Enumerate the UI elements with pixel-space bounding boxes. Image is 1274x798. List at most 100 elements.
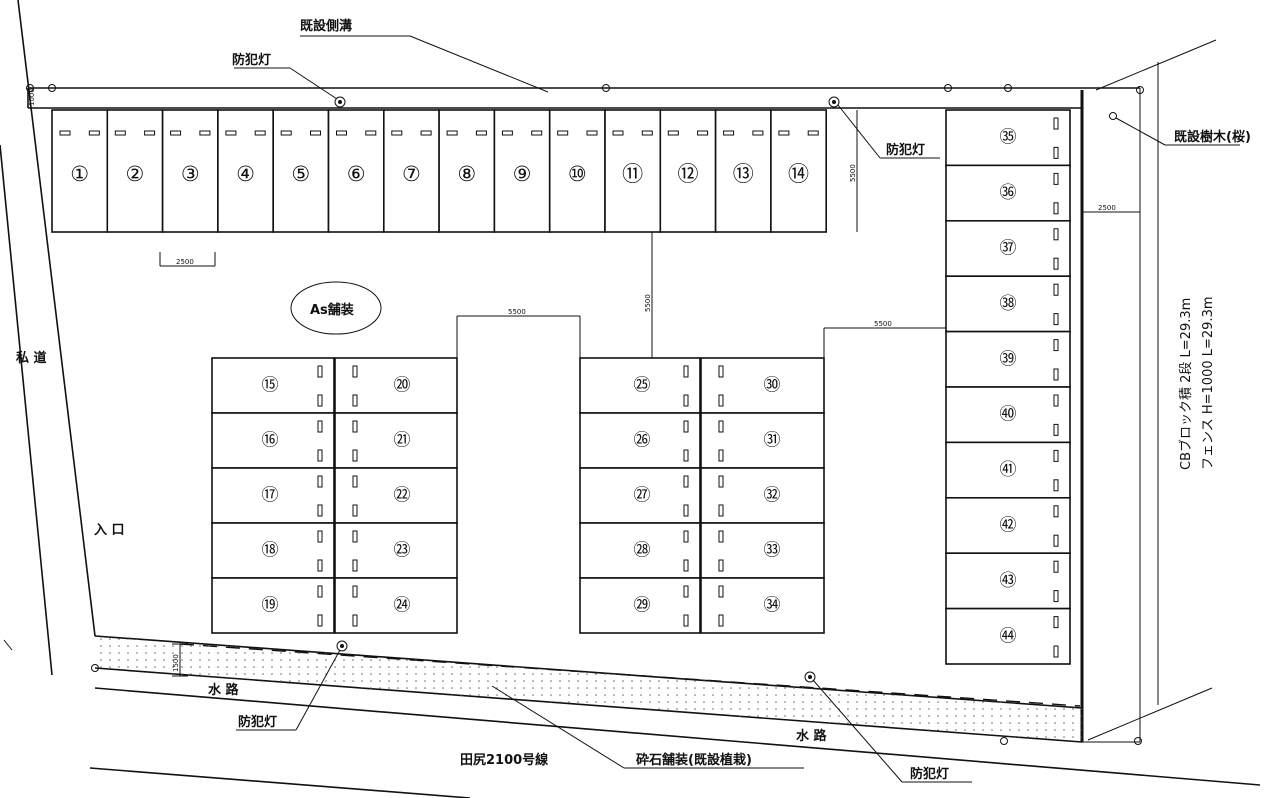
stall-number: ㉔ [394,596,411,616]
stall-number: ⑮ [262,376,279,396]
parking-stall: ㊳ [945,275,1071,333]
stall-number: ㉗ [634,486,651,506]
crime-light-markers [334,96,840,683]
stall-number: ⑭ [788,162,809,186]
dim-1500: 1500 [172,654,180,672]
crime-light-label: 防犯灯 [232,52,271,68]
parking-stall: ㊸ [945,552,1071,610]
stall-number: ⑱ [262,541,279,561]
private-road-label: 私 道 [16,350,47,366]
parking-stall: ㉕ [579,357,701,414]
as-paving-label: As舗装 [310,302,354,318]
parking-stall: ⑪ [604,109,662,233]
parking-stall: ㊱ [945,164,1071,222]
stall-number: ㉟ [1000,128,1017,148]
parking-stall: ⑲ [211,577,335,634]
parking-stall: ④ [217,109,274,233]
parking-stall: ⑧ [438,109,496,233]
stall-number: ㊳ [1000,294,1017,314]
stall-number: ㊵ [1000,405,1017,425]
stall-number: ㊲ [1000,239,1017,259]
crime-light-icon [334,96,346,108]
stall-number: ⑳ [394,376,411,396]
parking-stall: ㊷ [945,496,1071,554]
stall-number: ㊱ [1000,183,1017,203]
parking-stall: ⑤ [272,109,330,233]
crime-light-icon [828,96,840,108]
stall-number: ㉓ [394,541,411,561]
parking-stall: ⑩ [548,109,606,233]
parking-stall: ㊲ [945,220,1071,278]
crime-light-icon [804,671,816,683]
waterway-lines [89,635,1261,798]
parking-stall: ㉛ [700,412,825,469]
stall-number: ㉛ [764,431,781,451]
stall-number: ⑯ [262,431,279,451]
parking-stall: ㉘ [579,522,701,579]
crime-light-icon [336,640,348,652]
stall-number: ⑫ [677,162,698,186]
parking-stall: ㉞ [700,577,825,634]
parking-stall: ⑦ [382,109,440,233]
stall-number: ㊷ [1000,516,1017,536]
gravel-paving-label: 砕石舗装(既設植栽) [636,752,752,768]
parking-stall: ㉚ [700,357,825,414]
parking-stall: ㉒ [334,467,458,524]
waterway-label: 水 路 [796,728,828,744]
parking-stall: ⑯ [211,412,335,469]
dim-2500: 2500 [1098,204,1116,212]
parking-stall: ㉜ [700,467,825,524]
crime-light-label: 防犯灯 [910,766,949,782]
parking-stall: ⑬ [714,109,772,233]
parking-stall: ① [51,109,109,233]
dimension-lines [159,110,946,358]
parking-stall: ⑱ [211,522,335,579]
stall-number: ㉙ [634,596,651,616]
parking-stall: ㉔ [334,577,458,634]
parking-stall: ⑨ [493,109,551,233]
stall-number: ㉜ [764,486,781,506]
dim-5500: 5500 [644,294,652,312]
dim-5500: 5500 [849,164,857,182]
stall-number: ① [70,162,89,186]
fence-label: フェンス H=1000 L=29.3m [1201,296,1216,470]
parking-stall: ㊵ [945,386,1071,444]
parking-stall: ⑫ [659,109,717,233]
stall-number: ㉚ [764,376,781,396]
stall-number: ⑬ [733,162,754,186]
stall-number: ㉖ [634,431,651,451]
waterway-label: 水 路 [208,682,240,698]
stall-number: ㉒ [394,486,411,506]
parking-stall: ㉟ [945,109,1071,167]
dim-5500: 5500 [508,308,526,316]
as-paving-ellipse [290,281,382,335]
stall-number: ㉘ [634,541,651,561]
stall-number: ⑰ [262,486,279,506]
stall-number: ⑦ [402,162,421,186]
parking-stall: ㉙ [579,577,701,634]
stall-number: ㉝ [764,541,781,561]
stall-number: ③ [181,162,200,186]
leader-lines [234,35,1240,783]
road-name-label: 田尻2100号線 [460,752,549,768]
stall-number: ⑲ [262,596,279,616]
stall-number: ⑪ [622,162,643,186]
parking-stall: ⑭ [770,109,828,233]
parking-stall: ⑥ [327,109,385,233]
parking-stall: ② [106,109,164,233]
entrance-label: 入 口 [94,523,125,538]
existing-tree-label: 既設樹木(桜) [1174,129,1251,145]
stall-number: ⑥ [347,162,366,186]
stall-number: ㉕ [634,376,651,396]
stall-number: ④ [236,162,255,186]
crime-light-label: 防犯灯 [238,714,277,730]
parking-stall: ㊶ [945,441,1071,499]
stall-number: ㊴ [1000,349,1017,369]
parking-stall: ③ [161,109,219,233]
parking-stall: ㊹ [945,607,1071,665]
stall-number: ⑧ [457,162,476,186]
dim-5500: 5500 [874,320,892,328]
parking-stall: ⑰ [211,467,335,524]
crime-light-label: 防犯灯 [886,142,925,158]
